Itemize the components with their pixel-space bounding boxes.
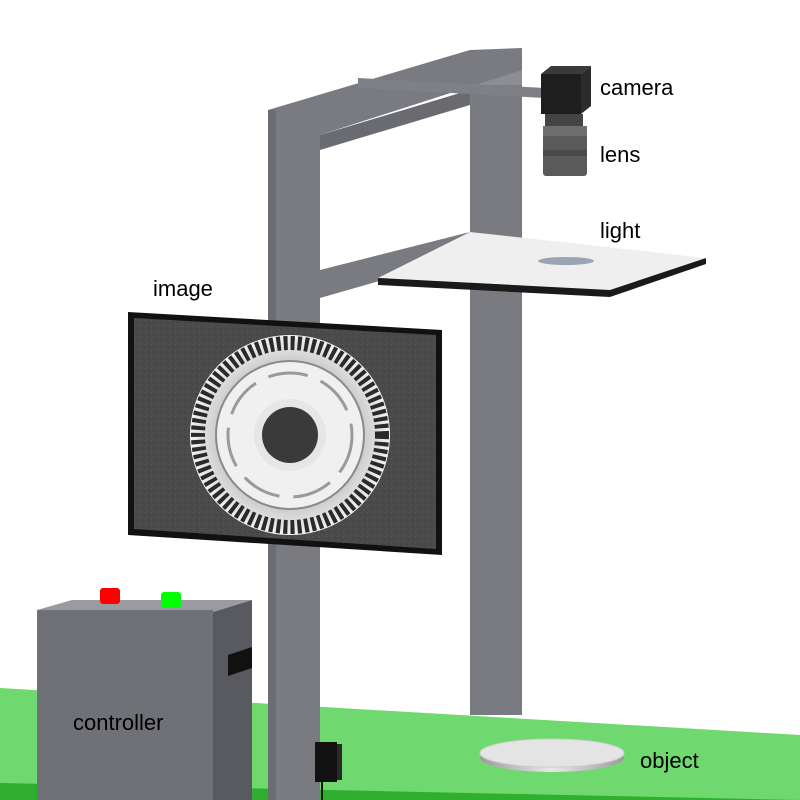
controller-side xyxy=(213,600,252,800)
top-beam xyxy=(268,48,522,135)
object-label: object xyxy=(640,748,699,773)
connector-icon xyxy=(228,647,252,676)
light-aperture xyxy=(538,257,594,265)
camera-arm xyxy=(358,78,545,98)
controller-cabinet xyxy=(37,588,252,800)
light-panel xyxy=(378,232,706,297)
lower-crossbar xyxy=(320,232,470,298)
light-label: light xyxy=(600,218,640,243)
rear-post xyxy=(470,85,522,715)
status-light-red xyxy=(100,588,120,604)
inspected-part-image xyxy=(190,335,390,535)
sensor-icon xyxy=(315,742,342,800)
top-beam-shadow xyxy=(320,90,470,150)
lens-label: lens xyxy=(600,142,640,167)
camera-label: camera xyxy=(600,75,674,100)
image-panel xyxy=(128,312,442,555)
object-disc xyxy=(479,738,625,772)
controller-front xyxy=(37,610,213,800)
controller-label: controller xyxy=(73,710,163,735)
controller-top xyxy=(37,600,252,612)
image-label: image xyxy=(153,276,213,301)
camera-icon xyxy=(541,66,591,126)
lens-icon xyxy=(543,126,587,176)
status-light-green xyxy=(161,592,181,608)
